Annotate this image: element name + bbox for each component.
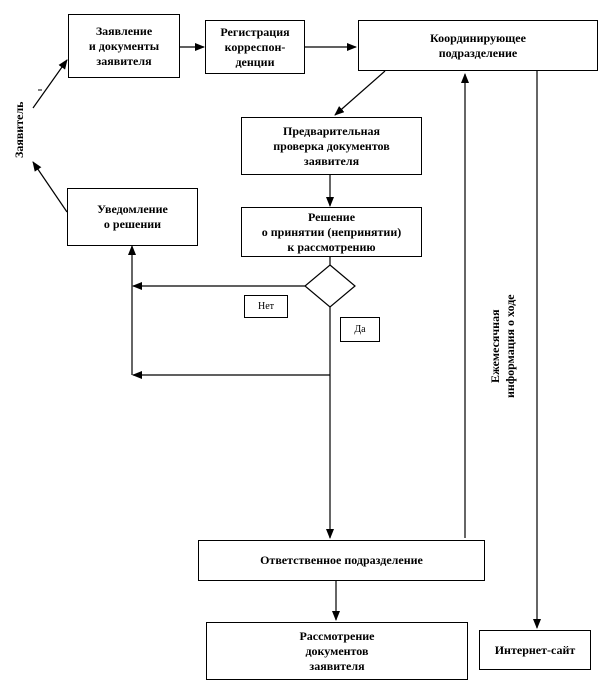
yes-label: Да: [340, 317, 380, 342]
arrow-coordinating-to-check: [334, 70, 386, 116]
review-box: Рассмотрение документов заявителя: [206, 622, 468, 680]
coordinating-box: Координирующее подразделение: [358, 20, 598, 71]
no-label: Нет: [244, 295, 288, 318]
website-box: Интернет-сайт: [479, 630, 591, 670]
monthly-info-label: Ежемесячная информация о ходе: [488, 294, 517, 398]
notification-box: Уведомление о решении: [67, 188, 198, 246]
preliminary-check-box: Предварительная проверка документов заяв…: [241, 117, 422, 175]
decision-box: Решение о принятии (непринятии) к рассмо…: [241, 207, 422, 257]
registration-box: Регистрация корреспон- денции: [205, 20, 305, 74]
responsible-box: Ответственное подразделение: [198, 540, 485, 581]
arrow-notification-to-applicant: [32, 161, 68, 213]
applicant-label: Заявитель: [12, 101, 26, 158]
arrow-applicant-to-application: [32, 59, 68, 109]
application-box: Заявление и документы заявителя: [68, 14, 180, 78]
decision-diamond: [304, 264, 356, 308]
